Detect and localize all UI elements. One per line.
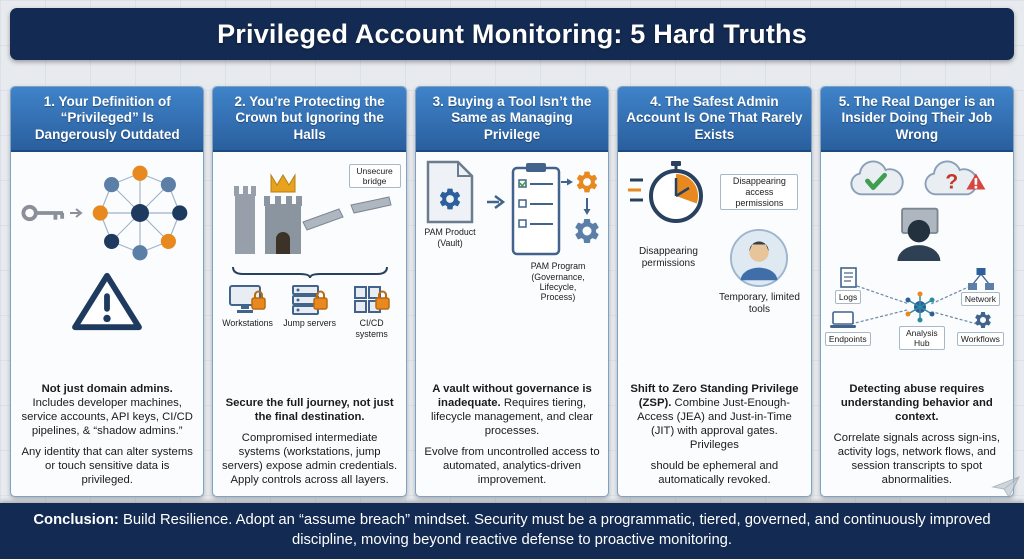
card-4-body: Disappearing access permissions Disappea…	[618, 152, 810, 496]
cloud-question-icon: ?	[924, 160, 986, 196]
signal-map-links	[829, 267, 994, 329]
truth-cards: 1. Your Definition of “Privileged” Is Da…	[10, 86, 1015, 497]
cicd-label: CI/CD systems	[355, 318, 388, 339]
conclusion-bar: Conclusion: Build Resilience. Adopt an “…	[0, 503, 1024, 559]
stopwatch-icon	[628, 161, 704, 224]
card-1-identity-graphic	[21, 160, 193, 266]
card-1-body: Not just domain admins.Includes develope…	[11, 152, 203, 496]
card-2-body: Unsecure bridge Workstations	[213, 152, 405, 496]
card-5-text: Detecting abuse requires understanding b…	[828, 382, 1006, 487]
card-3-title: 3. Buying a Tool Isn’t the Same as Manag…	[432, 94, 592, 142]
main-header: Privileged Account Monitoring: 5 Hard Tr…	[10, 8, 1014, 60]
castle-icon	[233, 173, 392, 255]
pam-program-label: PAM Program (Governance, Lifecycle, Proc…	[530, 261, 586, 302]
pam-program-icon	[511, 163, 599, 256]
temporary-tools-label: Temporary, limited tools	[718, 292, 800, 316]
arrow-right-icon	[487, 195, 506, 210]
endpoints-label: Endpoints	[824, 332, 871, 347]
card-4-title: 4. The Safest Admin Account Is One That …	[626, 94, 803, 142]
analysis-hub-label: Analysis Hub	[898, 326, 945, 351]
cicd-item: CI/CD systems	[344, 284, 400, 339]
jump-servers-item: Jump servers	[282, 284, 338, 328]
unsecure-bridge-label: Unsecure bridge	[348, 164, 401, 189]
card-3-paragraph-2: Evolve from uncontrolled access to autom…	[424, 446, 600, 486]
card-1-paragraph-2: Any identity that can alter systems or t…	[21, 446, 193, 486]
card-tool-vs-privilege: 3. Buying a Tool Isn’t the Same as Manag…	[414, 86, 610, 497]
cicd-icon	[353, 286, 390, 314]
card-5-body: ?	[821, 152, 1013, 496]
card-5-signal-map: Logs Endpoints Analysis Hub Network Work…	[824, 266, 1009, 358]
conclusion-text: Conclusion: Build Resilience. Adopt an “…	[33, 512, 991, 548]
card-1-header: 1. Your Definition of “Privileged” Is Da…	[11, 87, 204, 153]
pam-program-item: PAM Program (Governance, Lifecycle, Proc…	[511, 160, 605, 302]
workstation-icon	[228, 285, 266, 314]
card-zero-standing-privilege: 4. The Safest Admin Account Is One That …	[617, 86, 812, 497]
card-2-castle-graphic: Unsecure bridge	[221, 160, 401, 261]
card-4-paragraph-1: Shift to Zero Standing Privilege (ZSP). …	[630, 383, 799, 451]
card-1-paragraph-1: Not just domain admins.Includes develope…	[18, 382, 196, 438]
card-2-layer-icons: Workstations Jump servers	[220, 284, 400, 339]
card-2-title: 2. You’re Protecting the Crown but Ignor…	[234, 94, 385, 142]
pam-product-label: PAM Product (Vault)	[424, 227, 476, 248]
card-2-bold: Secure the full journey, not just the fi…	[225, 397, 394, 423]
card-1-title: 1. Your Definition of “Privileged” Is Da…	[34, 94, 180, 142]
card-1-text: Not just domain admins.Includes develope…	[18, 382, 196, 487]
card-2-header: 2. You’re Protecting the Crown but Ignor…	[213, 87, 406, 153]
card-4-text: Shift to Zero Standing Privilege (ZSP). …	[625, 382, 803, 487]
card-4-paragraph-2: should be ephemeral and automatically re…	[650, 460, 779, 486]
logs-icon	[840, 267, 857, 289]
disappearing-access-label: Disappearing access permissions	[720, 174, 799, 211]
workflows-icon	[975, 312, 991, 329]
card-2-text: Secure the full journey, not just the fi…	[220, 396, 398, 487]
card-2-paragraph: Compromised intermediate systems (workst…	[222, 432, 398, 486]
logs-label: Logs	[834, 290, 862, 305]
card-4-graphic: Disappearing access permissions Disappea…	[626, 160, 802, 316]
identity-network-icon	[92, 166, 188, 261]
arrow-right-icon	[70, 208, 83, 219]
workstations-item: Workstations	[220, 284, 276, 328]
pam-product-icon	[426, 161, 474, 224]
card-3-header: 3. Buying a Tool Isn’t the Same as Manag…	[415, 87, 609, 153]
card-5-clouds: ?	[845, 160, 989, 200]
card-1-bold: Not just domain admins.	[41, 383, 173, 395]
admin-user-icon	[730, 229, 789, 288]
endpoints-icon	[829, 311, 856, 329]
card-3-text: A vault without governance is inadequate…	[423, 382, 601, 487]
paper-plane-icon	[991, 476, 1021, 499]
card-definition-outdated: 1. Your Definition of “Privileged” Is Da…	[10, 86, 205, 497]
card-5-paragraph: Correlate signals across sign-ins, activ…	[833, 432, 1001, 486]
brace-icon	[231, 267, 388, 279]
svg-text:?: ?	[945, 171, 958, 194]
card-3-paragraph-1: A vault without governance is inadequate…	[431, 383, 594, 437]
card-3-body: PAM Product (Vault)	[416, 152, 608, 496]
jump-servers-label: Jump servers	[283, 318, 336, 329]
page-title: Privileged Account Monitoring: 5 Hard Tr…	[217, 18, 807, 49]
card-5-header: 5. The Real Danger is an Insider Doing T…	[820, 87, 1014, 153]
broken-bridge-icon	[301, 208, 344, 232]
analysis-hub-icon	[905, 291, 935, 323]
disappearing-permissions-label: Disappearing permissions	[638, 246, 698, 270]
card-5-bold: Detecting abuse requires understanding b…	[840, 383, 993, 423]
workflows-label: Workflows	[956, 332, 1004, 347]
network-label: Network	[960, 292, 1001, 307]
workstations-label: Workstations	[222, 318, 273, 329]
jump-server-icon	[291, 285, 328, 316]
warning-triangle-icon	[72, 273, 143, 331]
network-icon	[967, 268, 994, 291]
card-5-title: 5. The Real Danger is an Insider Doing T…	[838, 94, 995, 142]
cloud-check-icon	[850, 160, 904, 196]
pam-product-item: PAM Product (Vault)	[419, 160, 481, 248]
card-3-graphic: PAM Product (Vault)	[419, 160, 605, 302]
analyst-icon	[897, 208, 941, 262]
card-insider-danger: 5. The Real Danger is an Insider Doing T…	[819, 86, 1015, 497]
card-crown-vs-halls: 2. You’re Protecting the Crown but Ignor…	[212, 86, 407, 497]
key-icon	[21, 205, 65, 222]
card-4-header: 4. The Safest Admin Account Is One That …	[618, 87, 811, 153]
